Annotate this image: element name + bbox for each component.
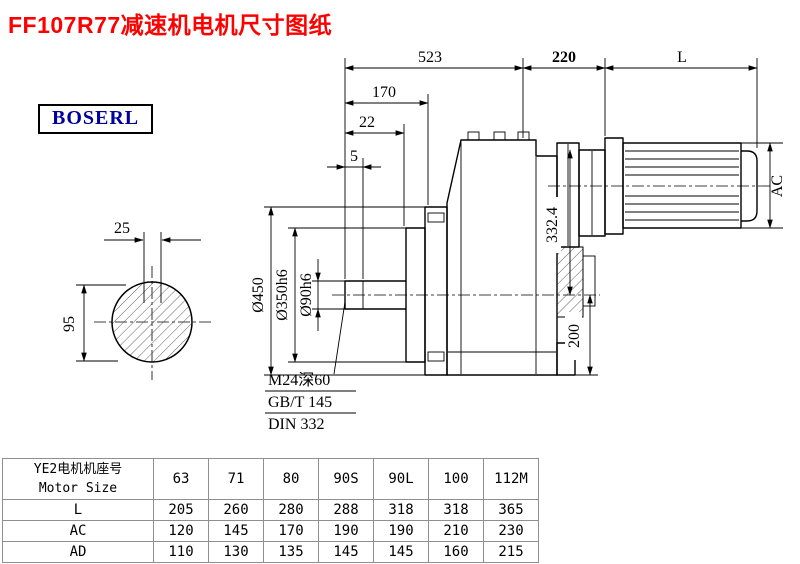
table-header-row: YE2电机机座号 Motor Size 63 71 80 90S 90L 100…	[2, 458, 539, 500]
dim-flange-od-label: Ø450	[250, 277, 267, 313]
table-cell: 280	[263, 499, 319, 521]
table-cell: 112M	[483, 458, 539, 500]
table-cell: 170	[263, 520, 319, 542]
dim-L-label: L	[677, 49, 687, 66]
dim-22-label: 22	[359, 114, 375, 131]
table-cell: 130	[208, 541, 264, 563]
table-cell: 120	[153, 520, 209, 542]
table-cell: 90S	[318, 458, 374, 500]
brand-box: BOSERL	[38, 104, 154, 134]
motor-dimension-table: YE2电机机座号 Motor Size 63 71 80 90S 90L 100…	[2, 458, 539, 563]
gear-unit-geometry	[332, 131, 772, 376]
note-tapped-hole: M24深60	[268, 371, 330, 389]
table-row: AD 110 130 135 145 145 160 215	[2, 541, 539, 563]
dim-5-label: 5	[350, 148, 358, 165]
dim-AC-label: AC	[769, 175, 786, 197]
table-cell: 230	[483, 520, 539, 542]
motor-size-header-en: Motor Size	[38, 481, 118, 496]
table-cell: 71	[208, 458, 264, 500]
table-cell: 100	[428, 458, 484, 500]
row-label: AC	[2, 520, 154, 542]
table-cell: 205	[153, 499, 209, 521]
dim-shaft-height-label: 95	[61, 316, 78, 332]
dim-332-label: 332.4	[544, 207, 561, 243]
shaft-section-detail: 25 95	[61, 220, 212, 380]
row-label: AD	[2, 541, 154, 563]
table-cell: 145	[373, 541, 429, 563]
shaft-cross-section	[111, 281, 193, 363]
table-cell: 110	[153, 541, 209, 563]
motor-fan-cover	[741, 150, 758, 222]
table-cell: 63	[153, 458, 209, 500]
table-cell: 160	[428, 541, 484, 563]
page-title: FF107R77减速机电机尺寸图纸	[8, 12, 333, 38]
table-cell: 135	[263, 541, 319, 563]
dim-523-label: 523	[418, 49, 442, 66]
dimensions: 523 220 L 170 22 5 AC 332.4	[250, 49, 786, 433]
table-cell: 215	[483, 541, 539, 563]
table-row: AC 120 145 170 190 190 210 230	[2, 520, 539, 542]
dim-220-label: 220	[552, 49, 576, 66]
dim-keyway-width-label: 25	[114, 220, 130, 237]
table-row: L 205 260 280 288 318 318 365	[2, 499, 539, 521]
mounting-flange	[424, 206, 448, 376]
table-cell: 90L	[373, 458, 429, 500]
table-cell: 260	[208, 499, 264, 521]
dim-spigot-dia-label: Ø350h6	[274, 269, 291, 321]
brand-label: BOSERL	[52, 107, 140, 129]
table-cell: 190	[318, 520, 374, 542]
motor-size-header-cell: YE2电机机座号 Motor Size	[2, 458, 154, 500]
motor-size-header-cn: YE2电机机座号	[33, 462, 123, 477]
table-cell: 318	[428, 499, 484, 521]
table-cell: 145	[318, 541, 374, 563]
row-label: L	[2, 499, 154, 521]
table-cell: 80	[263, 458, 319, 500]
table-cell: 288	[318, 499, 374, 521]
table-cell: 365	[483, 499, 539, 521]
motor-body	[622, 142, 742, 229]
table-cell: 318	[373, 499, 429, 521]
output-shaft	[344, 280, 406, 310]
dim-170-label: 170	[372, 84, 396, 101]
note-din-standard: DIN 332	[268, 416, 324, 433]
table-cell: 210	[428, 520, 484, 542]
gear-housing	[446, 139, 558, 376]
table-cell: 190	[373, 520, 429, 542]
dim-shaft-dia-label: Ø90h6	[298, 273, 315, 317]
table-cell: 145	[208, 520, 264, 542]
dim-200-label: 200	[566, 324, 583, 348]
note-gb-standard: GB/T 145	[268, 394, 332, 411]
